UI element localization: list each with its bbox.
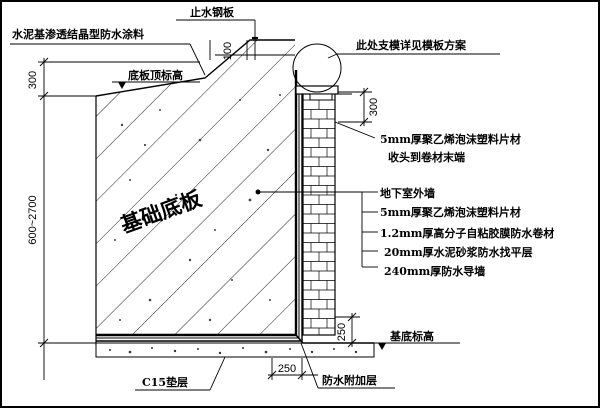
dim-100: 100 — [222, 42, 234, 60]
base-elevation-label: 基底标高 — [389, 329, 434, 343]
stop-water-plate-label: 止水钢板 — [190, 5, 235, 19]
left-dimension-chain — [38, 57, 200, 380]
base-elevation-mark — [360, 342, 460, 350]
extra-layer-label: 防水附加层 — [322, 373, 377, 387]
right-dimension-300 — [338, 87, 372, 127]
dim-250-horizontal: 250 — [278, 363, 296, 375]
foam-board-label: 5mm厚聚乙烯泡沫塑料片材 — [380, 205, 521, 219]
dim-300-left: 300 — [27, 71, 39, 89]
cushion-callout — [135, 356, 226, 391]
dim-250-vertical: 250 — [336, 323, 348, 341]
detail-circle — [292, 43, 342, 93]
foam-board-end-label-1: 5mm厚聚乙烯泡沫塑料片材 — [380, 132, 521, 146]
formwork-note-label: 此处支模详见模板方案 — [356, 38, 467, 52]
dimension-250-vertical — [335, 312, 360, 348]
brick-guide-wall — [302, 91, 336, 336]
cement-coating-label: 水泥基渗透结晶型防水涂料 — [12, 27, 144, 41]
foam-board-end-label-2: 收头到卷材末端 — [388, 150, 465, 164]
dim-600-2700: 600~2700 — [27, 195, 39, 244]
slab-top-elevation-mark — [112, 81, 200, 89]
formwork-block — [292, 43, 352, 101]
stop-water-plate-callout — [176, 19, 295, 60]
cement-coating-callout — [10, 43, 206, 76]
formwork-note-callout — [327, 53, 500, 59]
membrane-label: 1.2mm厚高分子自粘胶膜防水卷材 — [380, 226, 554, 240]
cushion-label: C15垫层 — [142, 375, 188, 389]
guide-wall-label: 240mm厚防水导墙 — [384, 264, 485, 278]
slab-top-elevation-label: 底板顶标高 — [128, 68, 183, 82]
extra-layer-callout — [300, 342, 395, 389]
dim-300-right: 300 — [368, 98, 380, 116]
foam-board-end-callout — [334, 121, 376, 139]
dimension-250-horizontal — [267, 358, 318, 380]
basement-wall-label: 地下室外墙 — [380, 186, 435, 200]
mortar-layer-label: 20mm厚水泥砂浆防水找平层 — [384, 245, 533, 259]
layer-callout-leaders — [255, 189, 378, 268]
